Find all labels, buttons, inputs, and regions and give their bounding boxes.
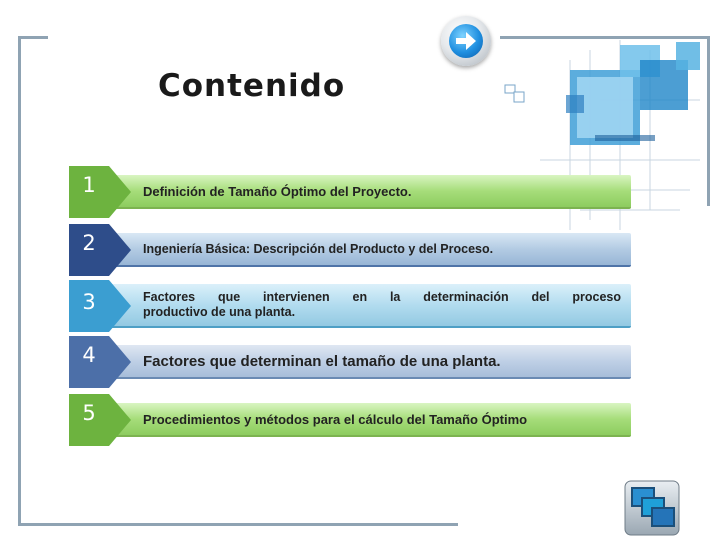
list-item: Procedimientos y métodos para el cálculo… bbox=[69, 394, 631, 446]
list-item: Factores que intervienen en la determina… bbox=[69, 280, 631, 332]
frame-top-left bbox=[18, 36, 48, 39]
number-chevron bbox=[69, 394, 131, 446]
glass-cubes-decoration bbox=[504, 40, 700, 230]
item-bar: Factores que determinan el tamaño de una… bbox=[109, 345, 631, 379]
item-number: 5 bbox=[82, 401, 96, 425]
item-number: 4 bbox=[82, 343, 96, 367]
item-bar: Ingeniería Básica: Descripción del Produ… bbox=[109, 233, 631, 267]
item-number: 2 bbox=[82, 231, 96, 255]
list-item: Factores que determinan el tamaño de una… bbox=[69, 336, 631, 388]
item-text: Factores que determinan el tamaño de una… bbox=[143, 352, 501, 370]
list-item: Ingeniería Básica: Descripción del Produ… bbox=[69, 224, 631, 276]
item-bar: Definición de Tamaño Óptimo del Proyecto… bbox=[109, 175, 631, 209]
number-chevron bbox=[69, 336, 131, 388]
slide-title: Contenido bbox=[158, 68, 346, 104]
item-text: Ingeniería Básica: Descripción del Produ… bbox=[143, 241, 494, 256]
windows-stack-icon[interactable] bbox=[624, 480, 680, 536]
item-text-line1: Factores que intervienen en la determina… bbox=[143, 290, 621, 304]
item-number: 3 bbox=[82, 290, 96, 314]
frame-bottom bbox=[18, 523, 458, 526]
frame-top-right bbox=[500, 36, 710, 39]
item-text: Procedimientos y métodos para el cálculo… bbox=[143, 411, 528, 427]
list-item: Definición de Tamaño Óptimo del Proyecto… bbox=[69, 166, 631, 218]
frame-right bbox=[707, 36, 710, 206]
item-bar: Procedimientos y métodos para el cálculo… bbox=[109, 403, 631, 437]
item-text-line2: productivo de una planta. bbox=[143, 305, 296, 319]
item-bar: Factores que intervienen en la determina… bbox=[109, 284, 631, 328]
number-chevron bbox=[69, 224, 131, 276]
next-slide-button[interactable] bbox=[441, 16, 491, 66]
item-number: 1 bbox=[82, 173, 96, 197]
arrow-right-icon bbox=[456, 32, 476, 50]
number-chevron bbox=[69, 166, 131, 218]
frame-left bbox=[18, 36, 21, 526]
number-chevron bbox=[69, 280, 131, 332]
item-text: Definición de Tamaño Óptimo del Proyecto… bbox=[143, 183, 412, 199]
